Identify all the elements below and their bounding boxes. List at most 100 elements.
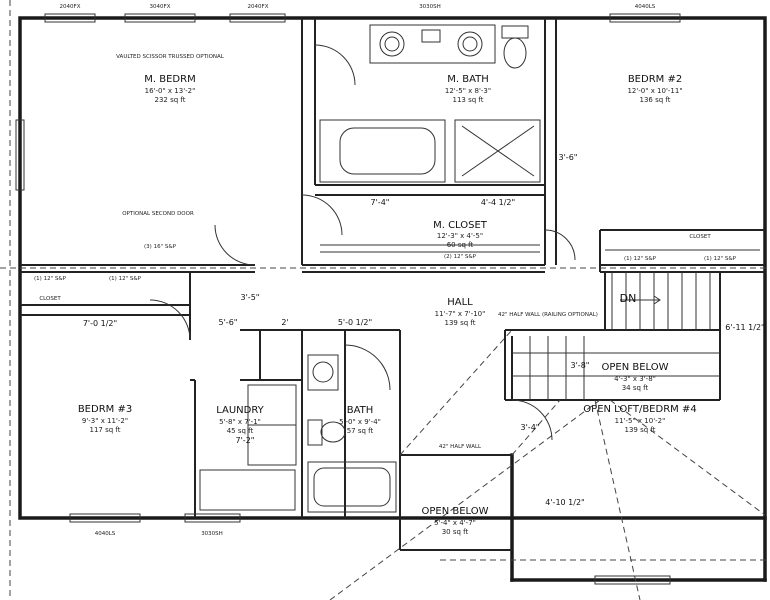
door-swing-bath — [344, 344, 391, 391]
door-swing-mbed — [214, 224, 256, 266]
dimensions: 7'-4" 4'-4 1/2" 7'-0 1/2" 5'-6" 2' 5'-0 … — [83, 153, 765, 507]
plan-notes: OPTIONAL SECOND DOOR 42" HALF WALL (RAIL… — [34, 211, 737, 450]
window-label-5: 4040LS — [635, 4, 656, 10]
room-area-open-below-lower: 30 sq ft — [442, 528, 469, 536]
closet-bed2-label: CLOSET — [689, 234, 711, 240]
down-label: DN — [620, 292, 637, 305]
door-swing-mbath — [314, 44, 356, 86]
sink-2-bowl — [462, 36, 478, 52]
bath-sink — [312, 361, 334, 383]
window-2 — [124, 13, 196, 23]
room-size-hall: 11'-7" x 7'-10" — [435, 310, 486, 318]
half-wall-note: 42" HALF WALL — [439, 444, 482, 450]
room-area-bedroom3: 117 sq ft — [90, 426, 121, 434]
dim-4-4-half: 4'-4 1/2" — [481, 198, 515, 207]
dash-diag-4 — [399, 329, 513, 456]
dim-5-0-half: 5'-0 1/2" — [338, 318, 372, 327]
half-wall-railing-note: 42" HALF WALL (RAILING OPTIONAL) — [498, 312, 598, 318]
window-label-4: 3030SH — [419, 4, 441, 10]
dim-2: 2' — [281, 318, 288, 327]
room-name-bedroom3: BEDRM #3 — [78, 404, 132, 415]
optional-door-note: OPTIONAL SECOND DOOR — [122, 211, 194, 217]
door-swing-bed3 — [149, 299, 191, 341]
vaulted-note: VAULTED SCISSOR TRUSSED OPTIONAL — [116, 54, 225, 60]
door-swing-loft — [511, 399, 553, 441]
room-area-master-closet: 60 sq ft — [447, 241, 474, 249]
dim-3-8: 3'-8" — [571, 361, 590, 370]
room-area-bedroom2: 136 sq ft — [640, 96, 671, 104]
dash-diag-5 — [594, 399, 641, 600]
bath-tub — [307, 461, 397, 513]
window-label-7: 3030SH — [201, 531, 223, 537]
vanity-center — [421, 29, 441, 43]
room-area-master-bath: 113 sq ft — [453, 96, 484, 104]
dim-7-2: 7'-2" — [236, 436, 255, 445]
window-3 — [229, 13, 286, 23]
shower-x2 — [461, 125, 535, 177]
window-7 — [184, 513, 241, 523]
tub — [319, 119, 446, 183]
dash-diag-3 — [511, 399, 561, 456]
shelf-mcloset: (2) 12" S&P — [444, 254, 477, 260]
room-size-master-bedroom: 16'-0" x 13'-2" — [145, 87, 196, 95]
bath-tub-basin — [313, 467, 391, 507]
dim-6-11-half: 6'-11 1/2" — [725, 323, 764, 332]
dim-3-5-left: 3'-5" — [241, 293, 260, 302]
vanity-counter — [369, 24, 496, 64]
room-size-master-closet: 12'-3" x 4'-5" — [437, 232, 483, 240]
room-size-open-below-lower: 5'-4" x 4'-7" — [434, 519, 476, 527]
window-1 — [44, 13, 96, 23]
room-name-open-below-stair: OPEN BELOW — [601, 362, 668, 373]
window-6 — [69, 513, 141, 523]
room-area-master-bedroom: 232 sq ft — [155, 96, 186, 104]
dash-diag-2 — [609, 399, 766, 516]
dim-3-6: 3'-6" — [559, 153, 578, 162]
room-name-hall: HALL — [447, 297, 473, 308]
closet-bed3-label: CLOSET — [39, 296, 61, 302]
shelf-bed2-1: (1) 12" S&P — [624, 256, 657, 262]
sink-1 — [379, 31, 405, 57]
door-swings — [149, 44, 576, 441]
shower — [454, 119, 541, 183]
room-size-laundry: 5'-8" x 7'-1" — [219, 418, 261, 426]
door-swing-bed2 — [544, 229, 576, 261]
windows: 2040FX 3040FX 2040FX 3030SH 4040LS 4040L… — [15, 4, 681, 585]
shelf-bed2-2: (1) 12" S&P — [704, 256, 737, 262]
window-label-3: 2040FX — [248, 4, 269, 10]
dash-diag-1 — [329, 399, 601, 600]
shelf-bed3-2: (1) 12" S&P — [109, 276, 142, 282]
room-size-bedroom2: 12'-0" x 10'-11" — [627, 87, 682, 95]
shelf-mbed: (3) 16" S&P — [144, 244, 177, 250]
room-labels: VAULTED SCISSOR TRUSSED OPTIONAL M. BEDR… — [78, 54, 697, 536]
stair-treads — [512, 272, 720, 400]
dim-5-6: 5'-6" — [219, 318, 238, 327]
room-name-master-closet: M. CLOSET — [433, 220, 488, 231]
bath-toilet-tank — [307, 419, 323, 446]
room-size-open-loft: 11'-5" x 10'-2" — [615, 417, 666, 425]
dim-4-10-half: 4'-10 1/2" — [545, 498, 584, 507]
room-name-laundry: LAUNDRY — [216, 405, 264, 416]
toilet-tank — [501, 25, 529, 39]
dim-7-0-half: 7'-0 1/2" — [83, 319, 117, 328]
window-loft — [594, 575, 671, 585]
room-name-open-below-lower: OPEN BELOW — [421, 506, 488, 517]
window-label-6: 4040LS — [95, 531, 116, 537]
shelf-bed3-1: (1) 12" S&P — [34, 276, 67, 282]
room-name-master-bedroom: M. BEDRM — [144, 74, 195, 85]
bath-toilet-bowl — [320, 421, 346, 443]
dn-arrow-head — [653, 295, 661, 305]
window-label-2: 3040FX — [150, 4, 171, 10]
room-size-bedroom3: 9'-3" x 11'-2" — [82, 417, 128, 425]
room-area-bath: 57 sq ft — [347, 427, 374, 435]
room-area-laundry: 45 sq ft — [227, 427, 254, 435]
bath-vanity — [307, 354, 339, 391]
door-swing-closet — [301, 194, 343, 236]
room-name-master-bath: M. BATH — [447, 74, 489, 85]
room-area-open-below-stair: 34 sq ft — [622, 384, 649, 392]
room-size-bath: 5'-0" x 9'-4" — [339, 418, 381, 426]
room-area-open-loft: 139 sq ft — [625, 426, 656, 434]
dim-3-4: 3'-4" — [521, 423, 540, 432]
window-west — [15, 119, 25, 191]
